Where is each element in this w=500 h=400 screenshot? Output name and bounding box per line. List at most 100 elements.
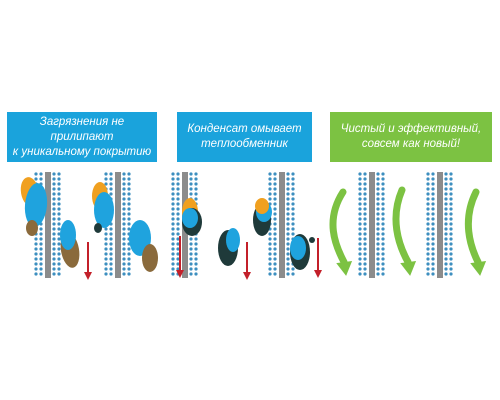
fin-dot xyxy=(286,217,290,221)
fin-dot xyxy=(381,182,385,186)
fin-dot xyxy=(358,267,362,271)
fin-dot xyxy=(171,187,175,191)
fin-dot xyxy=(291,212,295,216)
fin-dot xyxy=(449,267,453,271)
fin-dot xyxy=(273,252,277,256)
flow-arrow-icon xyxy=(392,186,412,266)
fin-dot xyxy=(449,227,453,231)
fin-dot xyxy=(286,267,290,271)
fin-dot xyxy=(57,257,61,261)
fin-dot xyxy=(273,217,277,221)
fin-dot xyxy=(268,237,272,241)
fin-dot xyxy=(444,192,448,196)
fin-dot xyxy=(176,172,180,176)
fin-dot xyxy=(268,182,272,186)
fin-dot xyxy=(104,227,108,231)
fin-dot xyxy=(376,202,380,206)
fin-dot xyxy=(127,172,131,176)
fin-dot xyxy=(358,172,362,176)
fin-dot xyxy=(291,222,295,226)
fin-plate-icon xyxy=(426,172,453,278)
fin-dot xyxy=(363,237,367,241)
fin-dot xyxy=(176,187,180,191)
fin-dot xyxy=(431,202,435,206)
fin-dot xyxy=(291,267,295,271)
fin-dot xyxy=(52,197,56,201)
fin-dot xyxy=(122,247,126,251)
fin-dot xyxy=(109,187,113,191)
fin-dot xyxy=(426,252,430,256)
fin-dot xyxy=(358,182,362,186)
fin-dot xyxy=(381,272,385,276)
fin-dot xyxy=(286,257,290,261)
fin-dot xyxy=(444,172,448,176)
fin-dot xyxy=(273,177,277,181)
fin-dot xyxy=(268,177,272,181)
fin-dot xyxy=(431,237,435,241)
fin-dot xyxy=(52,182,56,186)
fin-dot xyxy=(376,182,380,186)
fin-dot xyxy=(176,217,180,221)
fin-dot xyxy=(376,242,380,246)
fin-dot xyxy=(176,262,180,266)
fin-dot xyxy=(189,237,193,241)
fin-dot xyxy=(291,187,295,191)
fin-dot xyxy=(109,257,113,261)
fin-dot xyxy=(273,242,277,246)
fin-dot xyxy=(358,207,362,211)
fin-dot xyxy=(104,252,108,256)
fin-dot xyxy=(268,267,272,271)
fin-dot xyxy=(52,217,56,221)
fin-dot xyxy=(122,202,126,206)
fin-dot xyxy=(57,187,61,191)
fin-dot xyxy=(358,242,362,246)
fin-dot xyxy=(449,172,453,176)
fin-dot xyxy=(122,217,126,221)
fin-dot xyxy=(426,257,430,261)
fin-dot xyxy=(273,182,277,186)
fin-dot xyxy=(171,232,175,236)
fin-dot xyxy=(444,242,448,246)
fin-dot xyxy=(194,272,198,276)
fin-dot xyxy=(431,272,435,276)
fin-dot xyxy=(426,207,430,211)
fin-dot xyxy=(358,247,362,251)
fin-dot xyxy=(431,257,435,261)
fin-dot xyxy=(39,227,43,231)
fin-dot xyxy=(176,197,180,201)
fin-dot xyxy=(381,252,385,256)
fin-dot xyxy=(176,247,180,251)
fin-dot xyxy=(431,247,435,251)
arrows xyxy=(84,186,487,280)
fin-dot xyxy=(363,222,367,226)
caption-dirt: Загрязнения не прилипают к уникальному п… xyxy=(12,115,152,158)
fin-dot xyxy=(176,232,180,236)
fin-dot xyxy=(431,212,435,216)
fin-dot xyxy=(363,212,367,216)
fin-dot xyxy=(449,257,453,261)
fin-dot xyxy=(176,202,180,206)
fin-dot xyxy=(122,182,126,186)
fin-dot xyxy=(122,227,126,231)
fin-dot xyxy=(57,227,61,231)
fin-dot xyxy=(363,267,367,271)
caption-banner-condensate: Конденсат омывает теплообменник xyxy=(177,112,312,162)
fin-dot xyxy=(376,187,380,191)
dirt-droplet-icon xyxy=(182,208,198,228)
fin-dot xyxy=(122,207,126,211)
fin-dot xyxy=(363,207,367,211)
fin-dot xyxy=(176,182,180,186)
fin-dot xyxy=(57,217,61,221)
fin-dot xyxy=(431,197,435,201)
fin-dot xyxy=(358,262,362,266)
fin-dot xyxy=(286,242,290,246)
fin-dot xyxy=(426,272,430,276)
fin-dot xyxy=(431,222,435,226)
fin-dot xyxy=(127,267,131,271)
caption-banner-dirt: Загрязнения не прилипают к уникальному п… xyxy=(7,112,157,162)
fin-dot xyxy=(122,272,126,276)
fin-dot xyxy=(39,242,43,246)
fin-dot xyxy=(52,227,56,231)
fin-dot xyxy=(273,267,277,271)
fin-dot xyxy=(291,202,295,206)
